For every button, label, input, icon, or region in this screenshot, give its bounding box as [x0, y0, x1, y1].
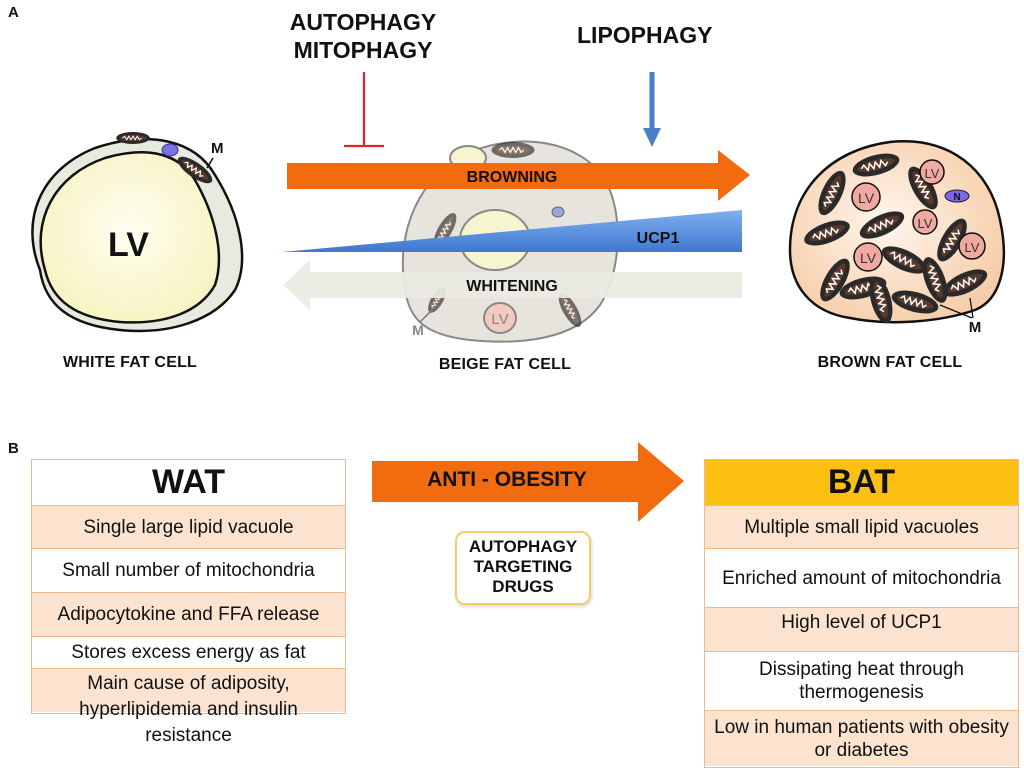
inhibitor-label-line1: AUTOPHAGY: [289, 9, 437, 35]
svg-text:LV: LV: [918, 216, 933, 231]
wat-title: WAT: [32, 460, 345, 505]
ucp1-gradient-wedge: UCP1: [282, 210, 742, 252]
svg-text:LV: LV: [858, 190, 875, 206]
svg-text:LV: LV: [925, 166, 940, 181]
brown-vacuole: LV: [958, 232, 986, 260]
brown-fat-cell-title: BROWN FAT CELL: [817, 354, 963, 371]
whitening-label: WHITENING: [466, 278, 558, 295]
beige-vacuole-label: LV: [491, 311, 508, 328]
brown-mito-label: M: [969, 319, 982, 336]
bat-table: BAT Multiple small lipid vacuoles Enrich…: [704, 459, 1019, 768]
wat-table: WAT Single large lipid vacuole Small num…: [31, 459, 346, 746]
bat-title: BAT: [705, 460, 1018, 505]
white-fat-cell-title: WHITE FAT CELL: [62, 354, 198, 371]
panel-a-diagram: LV M BROWNING UCP1 WHITENING: [31, 72, 1006, 343]
inhibitor-label-line2: MITOPHAGY: [293, 37, 433, 63]
mitochondrion-icon: [115, 131, 151, 145]
whitening-arrow: WHITENING: [283, 260, 742, 310]
lipophagy-label: LIPOPHAGY: [577, 22, 713, 48]
bat-row: Dissipating heat through thermogenesis: [705, 651, 1018, 710]
anti-obesity-label: ANTI - OBESITY: [427, 468, 587, 491]
wat-row: Adipocytokine and FFA release: [32, 592, 345, 636]
drug-box-line: DRUGS: [492, 577, 554, 596]
browning-label: BROWNING: [467, 169, 558, 186]
panel-b-label: B: [8, 440, 19, 457]
bat-row: Multiple small lipid vacuoles: [705, 505, 1018, 548]
inhibitor-label: AUTOPHAGY MITOPHAGY: [268, 8, 458, 64]
beige-mito-label: M: [412, 322, 424, 338]
brown-fat-cell: LV LV LV LV LV N M: [788, 140, 1006, 336]
white-mito-label: M: [211, 140, 224, 157]
wat-row: Small number of mitochondria: [32, 548, 345, 592]
bat-row: High level of UCP1: [705, 607, 1018, 651]
brown-vacuole: LV: [912, 209, 938, 235]
wat-row: Main cause of adiposity, hyperlipidemia …: [32, 668, 345, 746]
white-vacuole-label: LV: [108, 226, 149, 264]
beige-fat-cell-title: BEIGE FAT CELL: [438, 356, 572, 373]
inhibition-bar-icon: [344, 72, 384, 148]
lipophagy-arrow-icon: [643, 72, 661, 147]
white-fat-cell: [31, 131, 244, 333]
bat-row: Enriched amount of mitochondria: [705, 548, 1018, 607]
svg-text:LV: LV: [965, 240, 980, 255]
nucleus-icon: [161, 143, 179, 157]
panel-a-label: A: [8, 4, 19, 21]
wat-row: Single large lipid vacuole: [32, 505, 345, 548]
autophagy-targeting-drugs-box: AUTOPHAGY TARGETING DRUGS: [455, 531, 591, 605]
anti-obesity-arrow: [372, 442, 684, 522]
brown-vacuole: LV: [853, 242, 883, 272]
brown-vacuole: LV: [919, 159, 945, 185]
drug-box-line: TARGETING: [473, 557, 573, 576]
drug-box-line: AUTOPHAGY: [468, 537, 578, 556]
brown-nucleus-label: N: [953, 192, 960, 203]
ucp1-label: UCP1: [637, 230, 680, 247]
wat-row: Stores excess energy as fat: [32, 636, 345, 668]
nucleus-icon: [944, 189, 970, 203]
bat-row: Low in human patients with obesity or di…: [705, 710, 1018, 766]
browning-arrow: BROWNING: [287, 150, 750, 201]
brown-vacuole: LV: [851, 182, 881, 212]
svg-text:LV: LV: [860, 250, 877, 266]
